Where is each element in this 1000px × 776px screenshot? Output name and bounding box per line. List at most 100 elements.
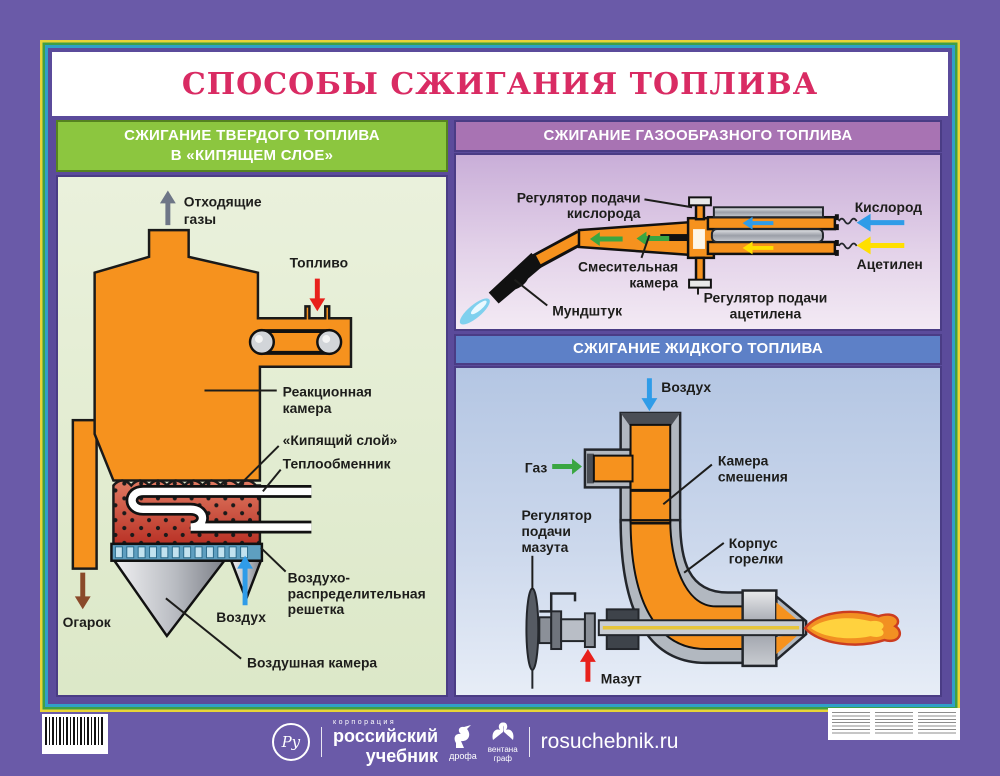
acetylene-tube-arrow xyxy=(742,241,774,255)
gas-header-line: СЖИГАНИЕ ГАЗООБРАЗНОГО ТОПЛИВА xyxy=(543,126,853,144)
heat-exchanger-pipe xyxy=(125,484,312,534)
pipe-top-opening xyxy=(620,412,681,427)
barcode xyxy=(42,714,108,754)
imprint-column xyxy=(918,712,956,736)
torch-barrel xyxy=(710,228,824,243)
ventana-label: вентана граф xyxy=(487,745,518,764)
label-fluidized-bed: «Кипящий слой» xyxy=(283,432,398,448)
air-down-arrow xyxy=(641,378,658,411)
furnace-body xyxy=(71,228,353,570)
label-acetylene-regulator-line2: ацетилена xyxy=(730,305,802,321)
imprint-box xyxy=(828,708,960,740)
leader-lines xyxy=(531,463,725,590)
label-acetylene: Ацетилен xyxy=(857,256,923,272)
label-oxygen-regulator-line2: кислорода xyxy=(567,205,641,221)
torch-mouthpiece xyxy=(488,252,544,304)
monogram-text: Ру xyxy=(281,733,301,751)
label-fuel-oil: Мазут xyxy=(601,671,642,687)
logo-divider xyxy=(528,727,530,757)
label-acetylene-regulator-line1: Регулятор подачи xyxy=(704,290,828,306)
title-band: СПОСОБЫ СЖИГАНИЯ ТОПЛИВА xyxy=(52,52,948,116)
solid-header-line1: СЖИГАНИЕ ТВЕРДОГО ТОПЛИВА xyxy=(124,126,380,144)
imprint-column xyxy=(875,712,913,736)
poster-frame: СПОСОБЫ СЖИГАНИЯ ТОПЛИВА СЖИГАНИЕ ТВЕРДО… xyxy=(52,52,948,700)
label-oil-regulator-line1: Регулятор xyxy=(521,507,591,523)
ventana-line2: граф xyxy=(493,754,512,763)
fuel-conveyor xyxy=(248,328,343,356)
ventana-swans-icon xyxy=(492,722,514,741)
air-distribution-grid xyxy=(110,542,264,562)
cinder-chute xyxy=(71,418,98,570)
gas-right-arrow xyxy=(552,458,582,475)
rosuchebnik-monogram-icon: Ру xyxy=(272,723,310,761)
hose-squiggles xyxy=(838,217,858,250)
solid-fuel-panel-header: СЖИГАНИЕ ТВЕРДОГО ТОПЛИВА В «КИПЯЩЕМ СЛО… xyxy=(56,120,448,172)
solid-fuel-panel: Отходящие газы Топливо Реакционная камер… xyxy=(56,175,448,697)
outer-shell-bar xyxy=(712,206,824,219)
oxygen-tube-arrow xyxy=(742,216,774,230)
drofa-label: дрофа xyxy=(449,750,477,761)
label-oil-regulator-line2: подачи xyxy=(521,523,570,539)
label-grid-line3: решетка xyxy=(288,601,345,617)
oxygen-supply-arrow xyxy=(856,213,905,232)
oil-valve xyxy=(525,587,596,689)
label-mixing-chamber-line1: Смесительная xyxy=(578,259,678,275)
oil-burner-diagram: Воздух Газ Камера смешения Регулятор под… xyxy=(521,378,901,689)
poster-title: СПОСОБЫ СЖИГАНИЯ ТОПЛИВА xyxy=(181,66,819,102)
brand-line1: российский xyxy=(333,726,439,746)
label-grid-line2: распределительная xyxy=(288,585,426,601)
label-exhaust-gases-line1: Отходящие xyxy=(184,193,262,209)
label-mixing-chamber-line2: камера xyxy=(629,275,678,291)
brand-line2: учебник xyxy=(365,746,439,766)
site-url: rosuchebnik.ru xyxy=(540,730,679,753)
label-mixing-chamber-line1: Камера xyxy=(718,453,769,469)
solid-header-line2: В «КИПЯЩЕМ СЛОЕ» xyxy=(170,147,334,164)
label-gas: Газ xyxy=(525,459,548,475)
furnace-shape xyxy=(93,228,353,482)
fluidized-bed-furnace-diagram: Отходящие газы Топливо Реакционная камер… xyxy=(63,190,426,671)
oil-lance xyxy=(597,619,805,637)
gas-fuel-panel: Регулятор подачи кислорода Кислород Ацет… xyxy=(454,153,942,331)
label-grid-line1: Воздухо- xyxy=(288,569,351,585)
cinder-arrow xyxy=(74,572,91,610)
gas-fuel-panel-header: СЖИГАНИЕ ГАЗООБРАЗНОГО ТОПЛИВА xyxy=(454,120,942,152)
label-mouthpiece: Мундштук xyxy=(552,302,622,318)
air-arrow xyxy=(237,555,253,606)
logo-divider xyxy=(321,727,322,757)
label-reaction-chamber-line1: Реакционная xyxy=(283,383,372,399)
label-cinder: Огарок xyxy=(63,614,111,630)
label-oxygen: Кислород xyxy=(855,199,923,215)
torch-neck xyxy=(531,230,586,269)
label-oil-regulator-line3: мазута xyxy=(521,539,568,555)
mixture-flow-arrows xyxy=(589,231,670,246)
burner-interior xyxy=(592,423,744,651)
label-reaction-chamber-line2: камера xyxy=(283,400,332,416)
label-oxygen-regulator-line1: Регулятор подачи xyxy=(517,189,641,205)
barcode-bars xyxy=(45,717,105,745)
publisher-logos: Ру корпорация российский учебник дрофа xyxy=(272,716,678,768)
liquid-fuel-panel: Воздух Газ Камера смешения Регулятор под… xyxy=(454,366,942,697)
liquid-header-line: СЖИГАНИЕ ЖИДКОГО ТОПЛИВА xyxy=(573,340,823,358)
label-air: Воздух xyxy=(216,609,266,625)
drofa-bird-icon xyxy=(454,724,471,748)
leader-lines xyxy=(165,389,287,660)
brand-block: корпорация российский учебник xyxy=(333,719,438,765)
label-air: Воздух xyxy=(661,379,711,395)
leader-lines xyxy=(513,198,699,307)
acetylene-supply-arrow xyxy=(856,236,905,255)
label-fuel: Топливо xyxy=(290,255,349,271)
fuel-oil-up-arrow xyxy=(579,649,596,682)
label-exhaust-gases-line2: газы xyxy=(184,211,216,227)
torch-flame xyxy=(459,298,490,325)
ventana-logo: вентана граф xyxy=(488,720,518,764)
valve-seat xyxy=(660,234,689,242)
acetylene-valve-cap xyxy=(688,278,712,289)
corporation-label: корпорация xyxy=(333,719,397,726)
label-burner-body-line2: горелки xyxy=(729,551,784,567)
footer: Ру корпорация российский учебник дрофа xyxy=(0,708,1000,776)
ventana-line1: вентана xyxy=(487,745,518,755)
label-mixing-chamber-line2: смешения xyxy=(718,468,788,484)
acetylene-torch-diagram: Регулятор подачи кислорода Кислород Ацет… xyxy=(459,189,923,325)
imprint-column xyxy=(832,712,870,736)
label-heat-exchanger: Теплообменник xyxy=(283,456,391,472)
